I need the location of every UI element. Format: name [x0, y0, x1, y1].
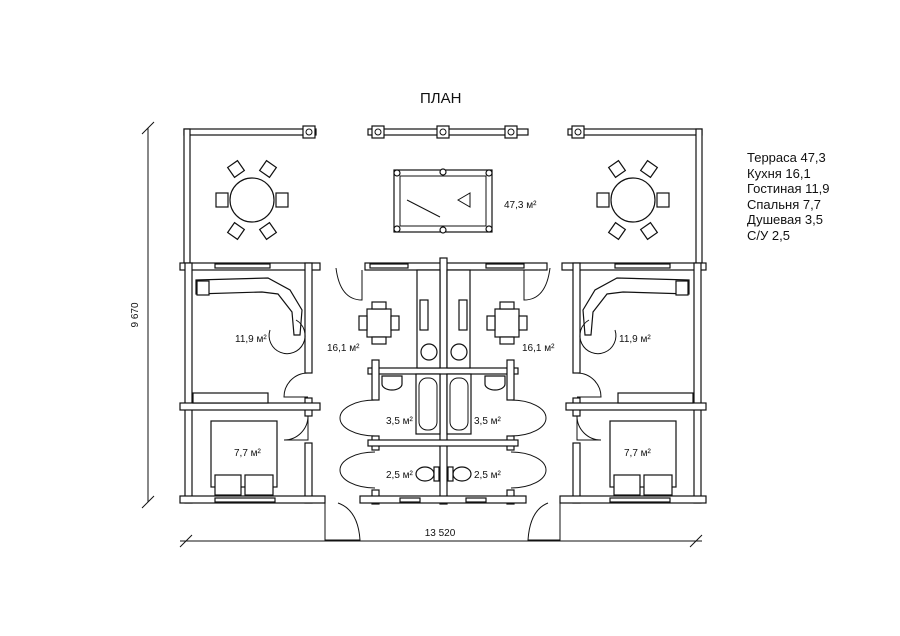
area-label-living-left: 11,9 м² — [235, 334, 267, 345]
bathtubs — [415, 373, 472, 435]
area-label-bedroom-right: 7,7 м² — [624, 448, 652, 459]
area-label-shower-left: 3,5 м² — [386, 416, 414, 427]
post-icon — [371, 125, 385, 139]
post-icon — [504, 125, 518, 139]
toilets — [415, 466, 472, 482]
walls — [179, 257, 707, 505]
plan-title: ПЛАН — [420, 90, 462, 107]
height-dimension-label: 9 670 — [130, 302, 141, 327]
legend-item: Гостиная 11,9 — [747, 181, 830, 196]
legend-item: Кухня 16,1 — [747, 165, 811, 181]
legend-item: С/У 2,5 — [747, 227, 790, 243]
legend-item: Спальня 7,7 — [747, 196, 821, 212]
area-label-wc-left: 2,5 м² — [386, 470, 414, 481]
sinks — [381, 375, 506, 391]
area-label-bedroom-left: 7,7 м² — [234, 448, 262, 459]
area-label-living-right: 11,9 м² — [619, 334, 651, 345]
legend-item: Душевая 3,5 — [747, 212, 823, 227]
bed-left — [210, 420, 278, 496]
area-label-wc-right: 2,5 м² — [474, 470, 502, 481]
kitchen-table-left — [358, 301, 400, 345]
post-icon — [436, 125, 450, 139]
post-icon — [302, 125, 316, 139]
post-icon — [571, 125, 585, 139]
terrace-beams — [183, 125, 703, 270]
bed-right — [609, 420, 677, 496]
sofa-right — [579, 277, 690, 355]
area-label-kitchen-right: 16,1 м² — [522, 343, 555, 354]
doors — [283, 267, 602, 541]
round-table-left — [215, 159, 289, 241]
area-label-kitchen-left: 16,1 м² — [327, 343, 360, 354]
cabinet-left — [192, 392, 269, 404]
height-dimension: 9 670 — [130, 121, 155, 509]
round-table-right — [596, 159, 670, 241]
kitchen-table-right — [486, 301, 528, 345]
width-dimension: 13 520 — [179, 528, 703, 548]
width-dimension-label: 13 520 — [425, 528, 456, 539]
cabinet-right — [617, 392, 694, 404]
area-label-terrace: 47,3 м² — [504, 200, 537, 211]
billiard-table — [393, 168, 493, 234]
kitchen-counter — [416, 269, 471, 369]
area-legend: Терраса 47,3 Кухня 16,1 Гостиная 11,9 Сп… — [747, 150, 830, 243]
legend-item: Терраса 47,3 — [747, 150, 826, 165]
sofa-left — [195, 277, 306, 355]
area-label-shower-right: 3,5 м² — [474, 416, 502, 427]
